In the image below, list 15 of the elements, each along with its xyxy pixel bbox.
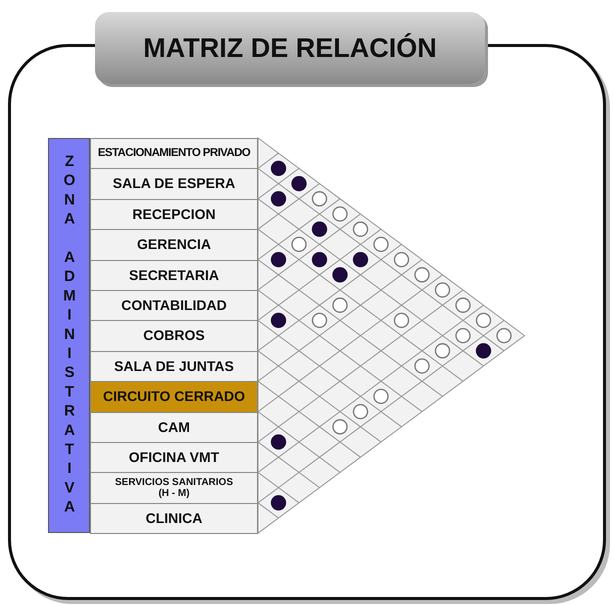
row-label: SALA DE ESPERA <box>90 168 258 200</box>
row-label: RECEPCION <box>90 198 258 230</box>
row-label: CLINICA <box>90 502 258 534</box>
row-label: SALA DE JUNTAS <box>90 350 258 382</box>
row-label: CIRCUITO CERRADO <box>90 381 258 413</box>
title-banner: MATRIZ DE RELACIÓN <box>95 12 485 84</box>
row-label: CONTABILIDAD <box>90 290 258 322</box>
row-label: CAM <box>90 412 258 443</box>
row-label: SERVICIOS SANITARIOS (H - M) <box>90 472 258 504</box>
row-label: COBROS <box>90 320 258 352</box>
row-label: OFICINA VMT <box>90 442 258 474</box>
row-label: ESTACIONAMIENTO PRIVADO <box>90 138 258 170</box>
zone-band: ZONA ADMINISTRATIVA <box>48 138 90 534</box>
row-label: SECRETARIA <box>90 260 258 291</box>
row-label: GERENCIA <box>90 229 258 261</box>
